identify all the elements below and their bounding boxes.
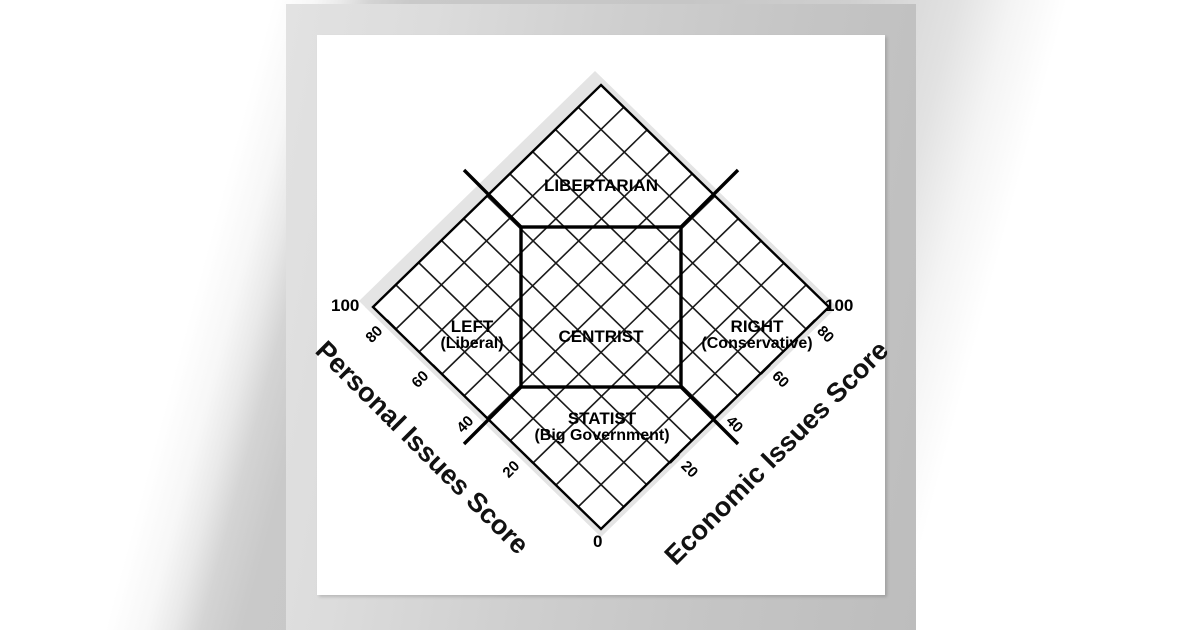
label-statist-main: STATIST: [567, 409, 637, 428]
label-right-sub: (Conservative): [701, 334, 813, 352]
label-right-main: RIGHT: [730, 317, 784, 336]
axis-end-value-economic: 100: [825, 296, 854, 315]
axis-end-value-personal: 100: [331, 296, 360, 315]
diamond-outline: [371, 83, 831, 531]
label-left-sub: (Liberal): [440, 334, 504, 352]
label-left: LEFT (Liberal): [402, 318, 542, 353]
nolan-chart-svg: [359, 71, 837, 537]
label-right: RIGHT (Conservative): [662, 318, 852, 353]
centrist-box: [519, 225, 683, 389]
poster-sheet: LIBERTARIAN CENTRIST LEFT (Liberal) RIGH…: [310, 35, 894, 595]
axis-ticks: [386, 319, 816, 464]
nolan-chart: LIBERTARIAN CENTRIST LEFT (Liberal) RIGH…: [310, 35, 894, 595]
label-centrist: CENTRIST: [558, 327, 644, 346]
label-statist-sub: (Big Government): [534, 426, 670, 444]
label-libertarian: LIBERTARIAN: [544, 176, 658, 195]
label-statist: STATIST (Big Government): [457, 410, 747, 445]
quadrant-separators: [462, 168, 740, 446]
label-left-main: LEFT: [450, 317, 494, 336]
axis-origin-value: 0: [593, 532, 603, 551]
